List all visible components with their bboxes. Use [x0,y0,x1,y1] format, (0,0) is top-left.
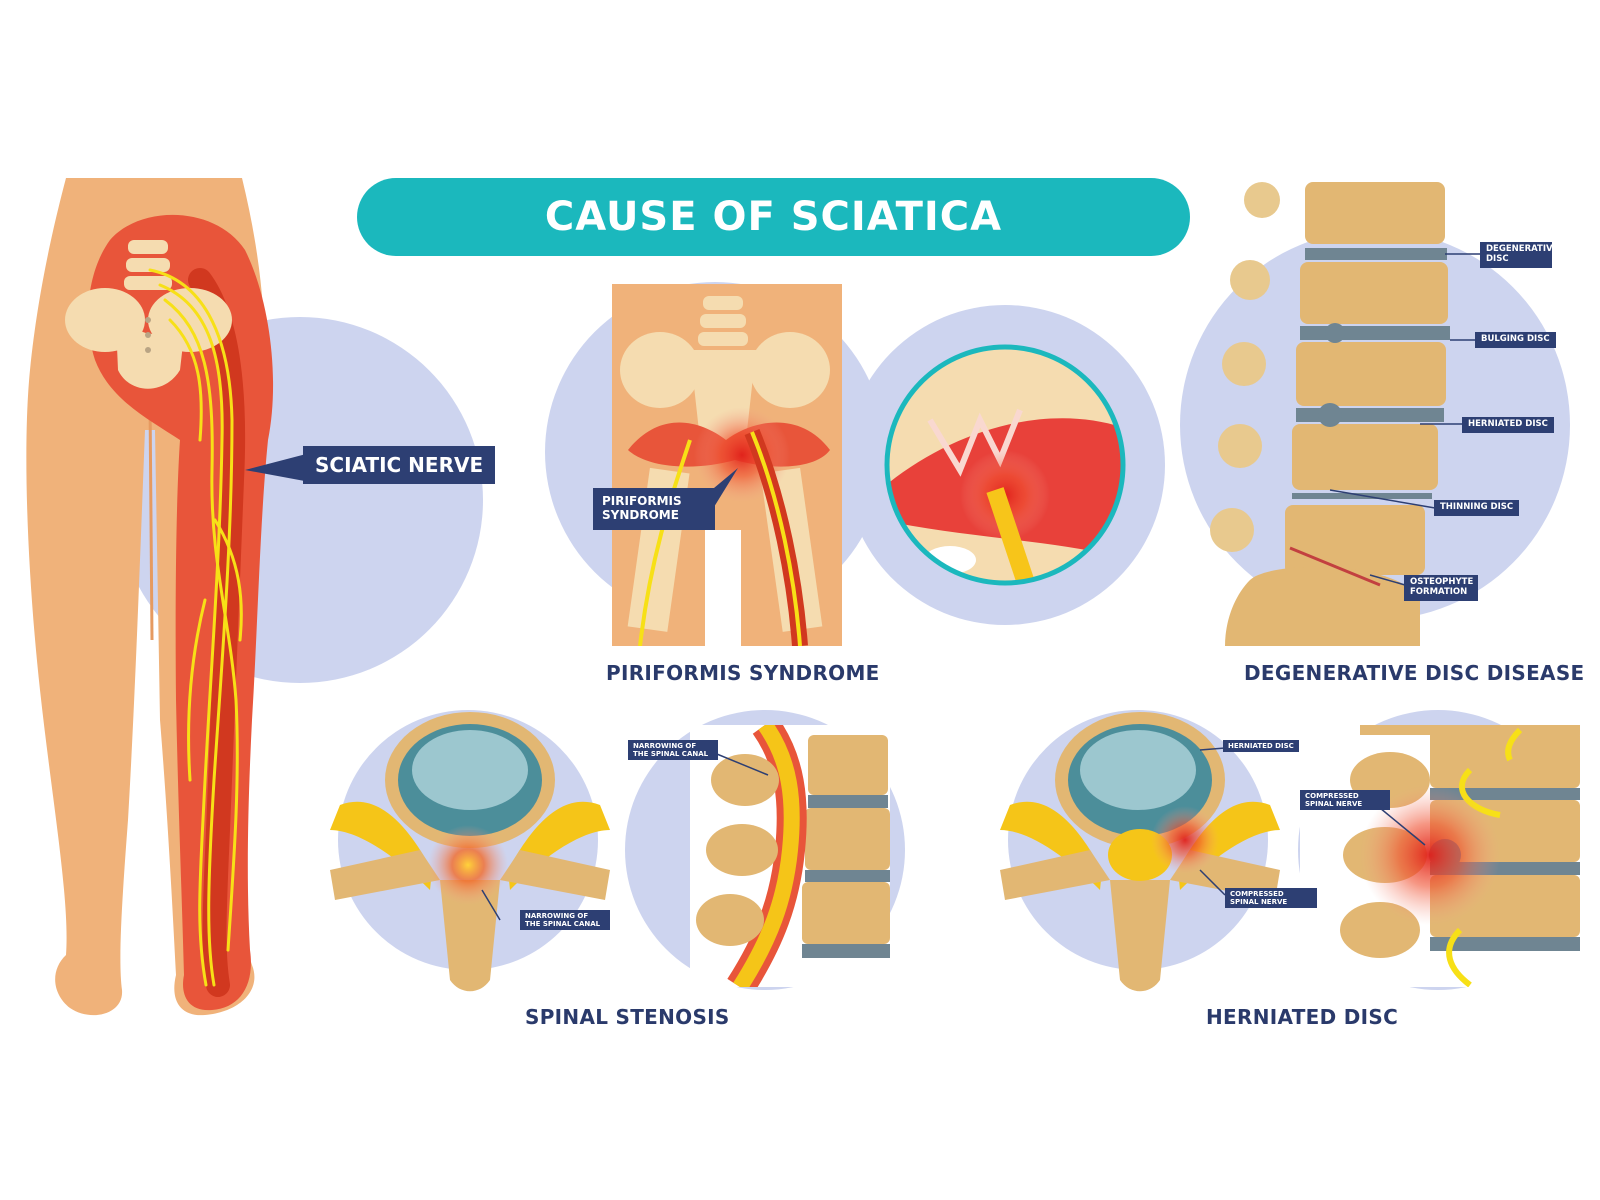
stenosis-panel [330,710,905,992]
caption-herniated: HERNIATED DISC [1206,1005,1399,1029]
spinal-canal [733,725,800,987]
herniated-disc-label: HERNIATED DISC [1462,417,1554,433]
spine-side-view [690,725,890,987]
herniated-panel [1000,710,1580,992]
degenerative-disc-label: DEGENERATIVE DISC [1480,242,1558,268]
caption-stenosis: SPINAL STENOSIS [525,1005,730,1029]
bulging-disc-label: BULGING DISC [1475,332,1556,348]
vertebra [703,296,743,310]
herniated-disc-axial-label: HERNIATED DISC [1223,740,1299,753]
page-title: CAUSE OF SCIATICA [357,178,1190,256]
sciatic-nerve-panel [26,178,483,1016]
vertebra [128,240,168,254]
axial-vertebra [330,712,610,992]
disc [1305,248,1447,260]
vertebra [1305,182,1445,244]
caption-piriformis: PIRIFORMIS SYNDROME [606,661,880,685]
sciatic-nerve-pointer [245,453,310,482]
pelvis-bone [620,332,700,408]
zoom-ring [884,344,1126,586]
sciatic-nerve [148,268,243,987]
sciatic-nerve-label: SCIATIC NERVE [303,446,496,484]
osteophyte-label: OSTEOPHYTE FORMATION [1404,575,1478,601]
spine-side-view [1210,182,1450,646]
narrowing-canal-axial-label: NARROWING OF THE SPINAL CANAL [520,910,610,931]
piriformis-panel [545,282,1165,646]
piriformis-label: PIRIFORMIS SYNDROME [593,488,715,530]
sciatic-nerve [750,431,802,646]
caption-degenerative: DEGENERATIVE DISC DISEASE [1244,661,1585,685]
zoom-detail [887,347,1123,583]
thinning-disc-label: THINNING DISC [1434,500,1520,516]
spine-side-view [1300,725,1580,987]
axial-vertebra [1000,712,1280,992]
degenerative-panel [1180,182,1570,646]
narrowing-canal-side-label: NARROWING OF THE SPINAL CANAL [628,740,718,761]
compressed-nerve-side-label: COMPRESSED SPINAL NERVE [1300,790,1390,811]
compressed-nerve-axial-label: COMPRESSED SPINAL NERVE [1225,888,1317,909]
